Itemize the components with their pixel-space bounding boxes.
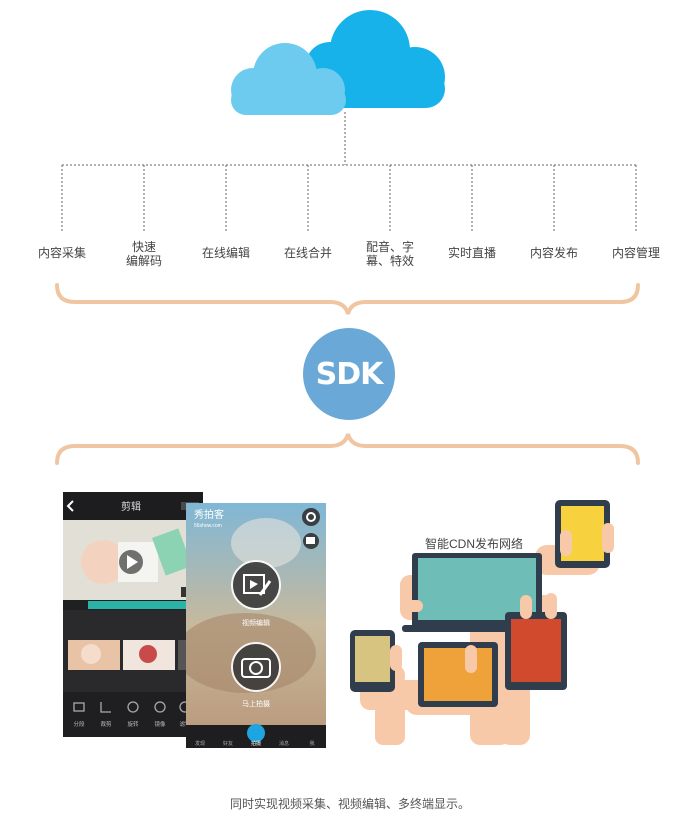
- phone-left-tool-1: 分段: [73, 720, 85, 728]
- feature-content-capture: 内容采集: [37, 246, 86, 260]
- feature-fast-codec: 快速 编解码: [125, 240, 162, 268]
- phone-editing-screen: 剪辑 01 分段 裁剪 旋转 镜像 滤镜: [63, 492, 203, 737]
- multi-device-illustration: [350, 500, 614, 745]
- lower-brace: [55, 433, 640, 465]
- phone-left-tool-5: 滤镜: [179, 720, 191, 728]
- phone-left-title: 剪辑: [121, 500, 141, 513]
- phone-app-home: 秀拍客 56show.com 视频编辑 马上拍摄 发现 好友 拍摄 消息 我: [186, 503, 326, 748]
- caption: 同时实现视频采集、视频编辑、多终端显示。: [229, 797, 470, 811]
- feature-live-streaming: 实时直播: [447, 246, 496, 260]
- feature-online-merge: 在线合并: [283, 246, 332, 260]
- phone-left-tool-2: 裁剪: [100, 720, 112, 728]
- phone-left-tool-4: 镜像: [154, 720, 166, 728]
- phone-left-tool-3: 旋转: [127, 720, 139, 728]
- sdk-label: SDK: [315, 356, 384, 392]
- app-shoot-label: 马上拍摄: [242, 699, 270, 708]
- feature-dubbing-subtitles-effects: 配音、字 幕、特效: [365, 240, 414, 268]
- cdn-label: 智能CDN发布网络: [425, 537, 523, 551]
- sdk-circle: SDK: [303, 328, 395, 420]
- feature-content-publishing: 内容发布: [529, 246, 578, 260]
- app-nav-5: 我: [309, 740, 314, 747]
- upper-brace: [55, 283, 640, 315]
- app-nav-1: 发现: [195, 740, 205, 747]
- feature-online-editing: 在线编辑: [201, 246, 250, 260]
- app-brand: 秀拍客: [194, 508, 224, 521]
- feature-content-management: 内容管理: [611, 246, 660, 260]
- app-brand-url: 56show.com: [194, 523, 222, 529]
- connector-lines: [61, 112, 637, 232]
- app-edit-label: 视频编辑: [242, 618, 270, 627]
- app-nav-4: 消息: [279, 740, 289, 747]
- app-nav-2: 好友: [223, 740, 233, 747]
- app-nav-3: 拍摄: [251, 740, 261, 747]
- cloud-icon: [231, 10, 445, 115]
